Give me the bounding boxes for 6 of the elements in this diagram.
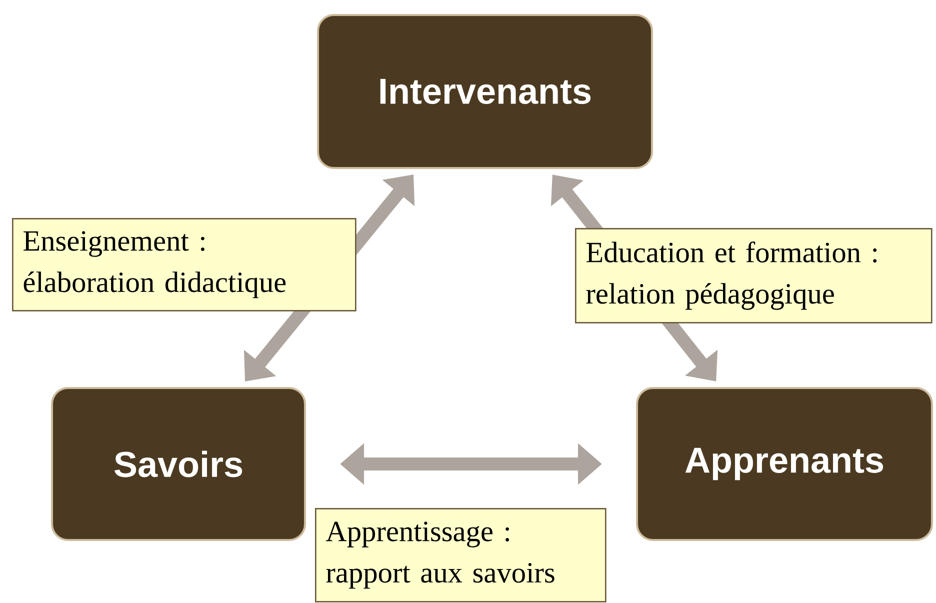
edge-label: Education et formation : relation pédagogique [575, 228, 932, 324]
process-box: Savoirs [51, 386, 306, 541]
edge-label: Apprentissage : rapport aux savoirs [315, 508, 606, 602]
process-box: Apprenants [636, 386, 933, 541]
process-box: Intervenants [317, 14, 653, 169]
edge-label: Enseignement : élaboration didactique [12, 218, 356, 312]
